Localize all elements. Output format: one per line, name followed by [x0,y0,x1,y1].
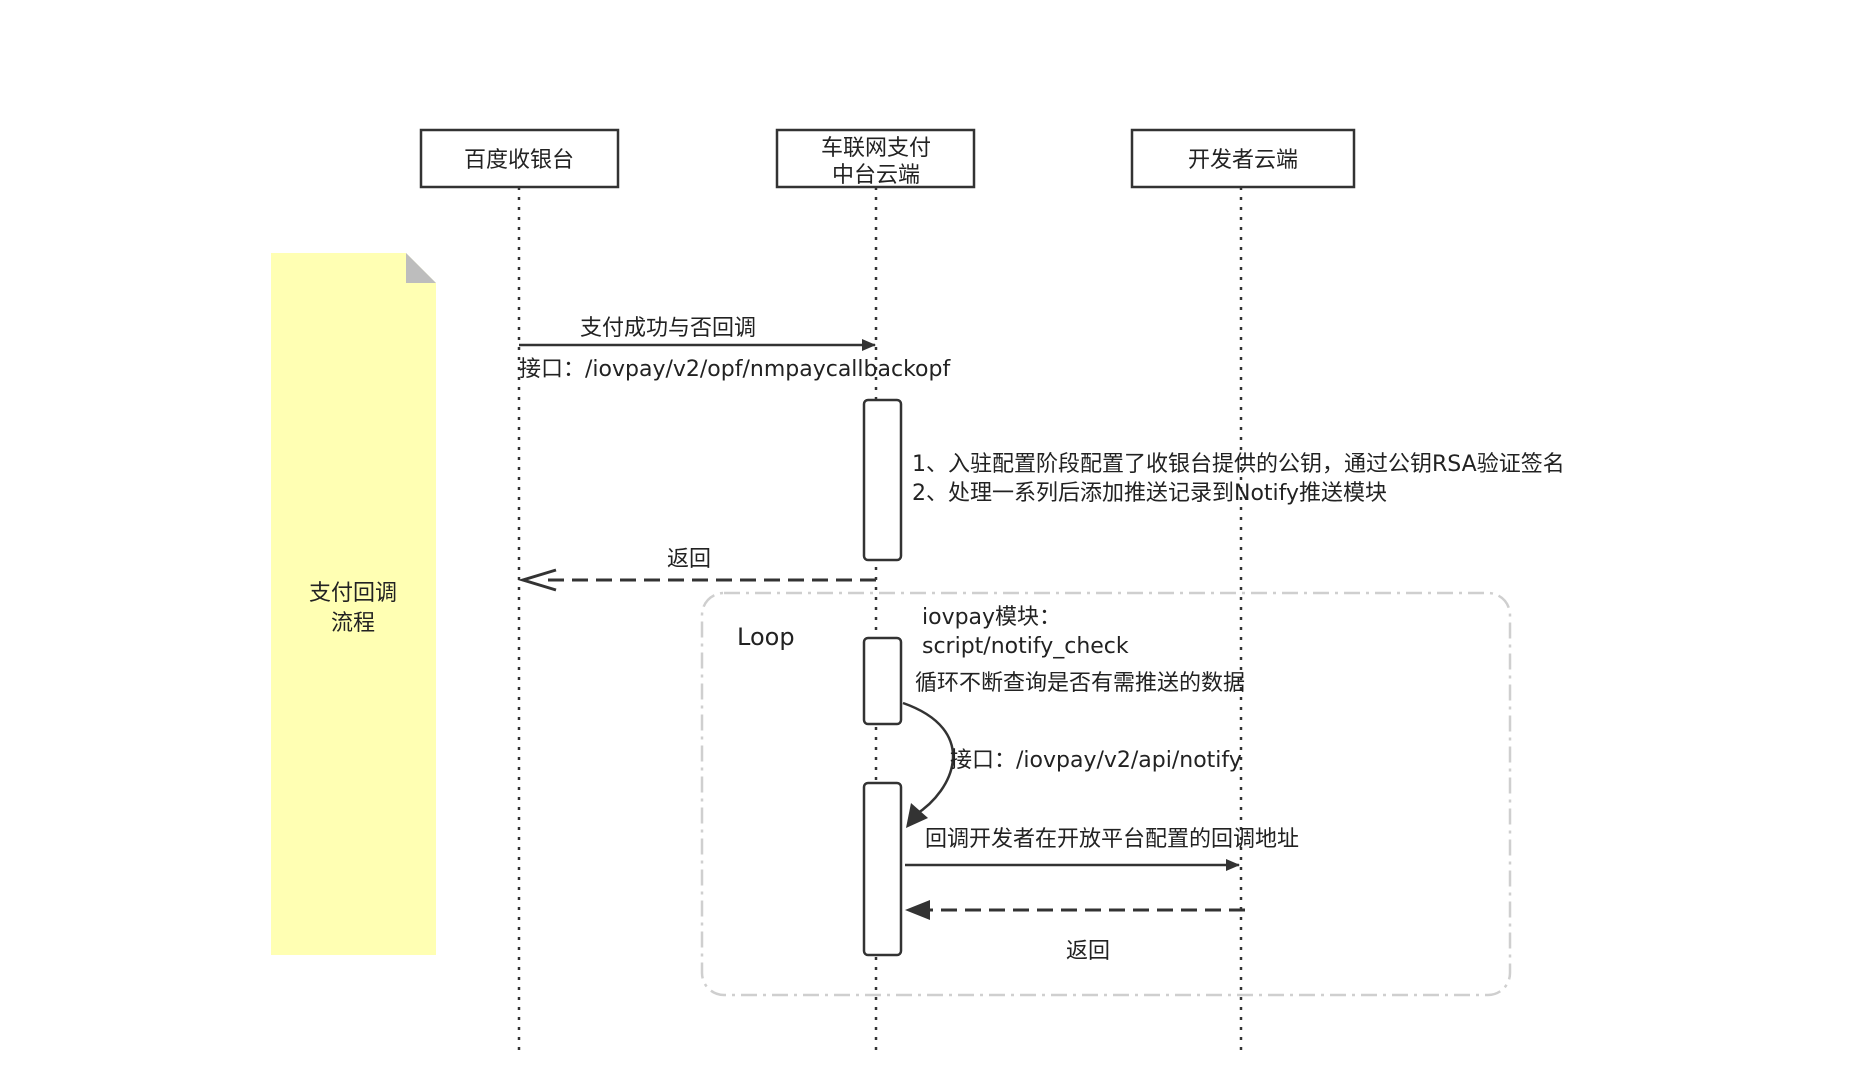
participant-box [1130,128,1356,189]
note-text-line2: 流程 [331,611,375,636]
step-2-text: 2、处理一系列后添加推送记录到Notify推送模块 [912,481,1387,506]
message-callback-developer: 回调开发者在开放平台配置的回调地址 [905,827,1299,871]
notify-interface-text: 接口：/iovpay/v2/api/notify [950,748,1242,773]
note-text-line1: 支付回调 [309,581,397,606]
participant-label-line2: 中台云端 [832,163,920,188]
loop-border [700,591,1512,997]
loop-query-text: 循环不断查询是否有需推送的数据 [915,671,1245,696]
return-label: 返回 [667,547,711,572]
module-text-line1: iovpay模块： [922,605,1061,630]
activation-bar-3 [862,781,903,957]
message-return-2: 返回 [905,900,1245,964]
activation-bar-1 [862,398,903,562]
arrow-head [905,900,930,920]
step-1-text: 1、入驻配置阶段配置了收银台提供的公钥，通过公钥RSA验证签名 [912,452,1565,477]
participant-developer: 开发者云端 [1130,128,1356,189]
note-fold [406,253,436,283]
loop-title: Loop [737,623,795,651]
interface-label: 接口：/iovpay/v2/opf/nmpaycallbackopf [519,357,951,382]
message-return-1: 返回 [517,547,876,592]
curved-arrow [902,701,955,817]
arrow-head [906,803,928,828]
message-callback-request: 支付成功与否回调 接口：/iovpay/v2/opf/nmpaycallback… [519,316,951,382]
note-body [271,253,436,955]
participant-cashier: 百度收银台 [419,128,620,189]
participant-label: 百度收银台 [464,148,574,173]
process-note: 支付回调 流程 [271,253,436,955]
loop-frame: Loop [700,591,1512,997]
participant-box [775,128,976,189]
participant-label: 开发者云端 [1188,148,1298,173]
return-label: 返回 [1066,939,1110,964]
self-call-notify: 接口：/iovpay/v2/api/notify [902,701,1242,828]
participant-middle: 车联网支付 中台云端 [775,128,976,189]
participant-label-line1: 车联网支付 [821,136,931,161]
activation-bar-2 [862,636,903,726]
arrow-head [517,568,557,592]
callback-label: 回调开发者在开放平台配置的回调地址 [925,827,1299,852]
message-label: 支付成功与否回调 [580,316,756,341]
module-text-line2: script/notify_check [922,634,1129,659]
participant-box [419,128,620,189]
